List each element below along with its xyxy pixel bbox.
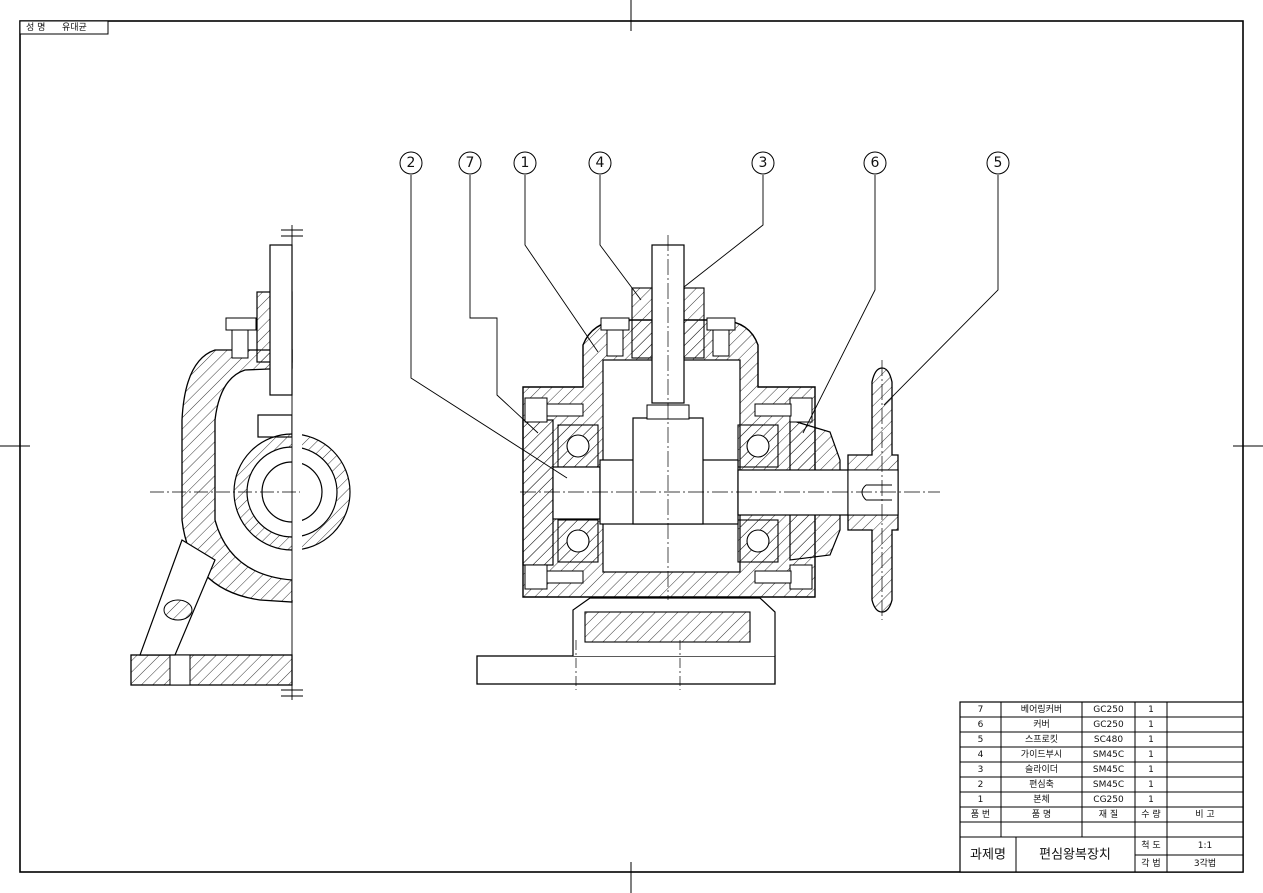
svg-text:5: 5: [994, 155, 1003, 171]
table-cell-qty: 1: [1148, 735, 1154, 745]
table-header-no: 품 번: [971, 809, 990, 820]
balloon-1: 1: [513, 151, 537, 175]
table-cell-no: 3: [978, 765, 984, 775]
scale-label: 척 도: [1141, 840, 1160, 851]
table-cell-no: 1: [978, 795, 984, 805]
table-cell-material: GC250: [1093, 720, 1124, 730]
table-cell-material: SM45C: [1093, 765, 1124, 775]
table-cell-material: SM45C: [1093, 780, 1124, 790]
table-cell-material: GC250: [1093, 705, 1124, 715]
table-cell-no: 5: [978, 735, 984, 745]
table-header-name: 품 명: [1032, 809, 1051, 820]
table-cell-no: 7: [978, 705, 984, 715]
table-header-note: 비 고: [1195, 809, 1214, 820]
name-value: 유대균: [62, 22, 87, 33]
project-name: 편심왕복장치: [1039, 848, 1111, 863]
front-section-view: [476, 235, 940, 690]
balloon-group: 2 7 1 4 3 6 5: [399, 151, 1010, 175]
balloon-3: 3: [751, 151, 775, 175]
table-cell-qty: 1: [1148, 720, 1154, 730]
svg-text:3: 3: [759, 155, 768, 171]
table-header-material: 재 질: [1099, 808, 1118, 820]
svg-text:4: 4: [596, 155, 605, 171]
table-cell-no: 6: [978, 720, 984, 730]
parts-list-table: 7 베어링커버 GC250 1 6 커버 GC250 1 5 스프로킷 SC480 1 4 가이드부시 SM…: [959, 701, 1244, 873]
svg-text:2: 2: [407, 155, 416, 171]
projection-value: 3각법: [1194, 857, 1216, 869]
svg-text:1: 1: [521, 155, 530, 171]
table-cell-qty: 1: [1148, 750, 1154, 760]
table-cell-name: 스프로킷: [1025, 733, 1058, 745]
table-cell-name: 가이드부시: [1021, 749, 1062, 760]
projection-label: 각 법: [1141, 857, 1160, 869]
balloon-4: 4: [588, 151, 612, 175]
balloon-7: 7: [458, 151, 482, 175]
table-cell-qty: 1: [1148, 795, 1154, 805]
svg-text:6: 6: [871, 155, 880, 171]
table-cell-qty: 1: [1148, 780, 1154, 790]
table-cell-name: 베어링커버: [1021, 703, 1062, 715]
svg-text:7: 7: [466, 155, 475, 171]
leader-lines: [410, 175, 999, 479]
name-box: 성 명 유대균: [19, 20, 109, 35]
table-cell-no: 2: [978, 780, 984, 790]
name-label: 성 명: [26, 22, 45, 33]
table-cell-material: SM45C: [1093, 750, 1124, 760]
table-cell-no: 4: [978, 750, 984, 760]
table-cell-name: 편심축: [1029, 778, 1054, 790]
project-label: 과제명: [970, 848, 1006, 863]
table-cell-qty: 1: [1148, 765, 1154, 775]
side-view: [130, 225, 351, 700]
table-cell-qty: 1: [1148, 705, 1154, 715]
table-header-qty: 수 량: [1141, 808, 1160, 820]
table-cell-name: 커버: [1033, 719, 1050, 730]
table-cell-name: 본체: [1033, 794, 1050, 805]
balloon-2: 2: [399, 151, 423, 175]
table-cell-material: CG250: [1093, 795, 1124, 805]
table-cell-material: SC480: [1094, 735, 1123, 745]
balloon-6: 6: [863, 151, 887, 175]
balloon-5: 5: [986, 151, 1010, 175]
scale-value: 1:1: [1198, 841, 1212, 851]
table-cell-name: 슬라이더: [1025, 764, 1058, 775]
